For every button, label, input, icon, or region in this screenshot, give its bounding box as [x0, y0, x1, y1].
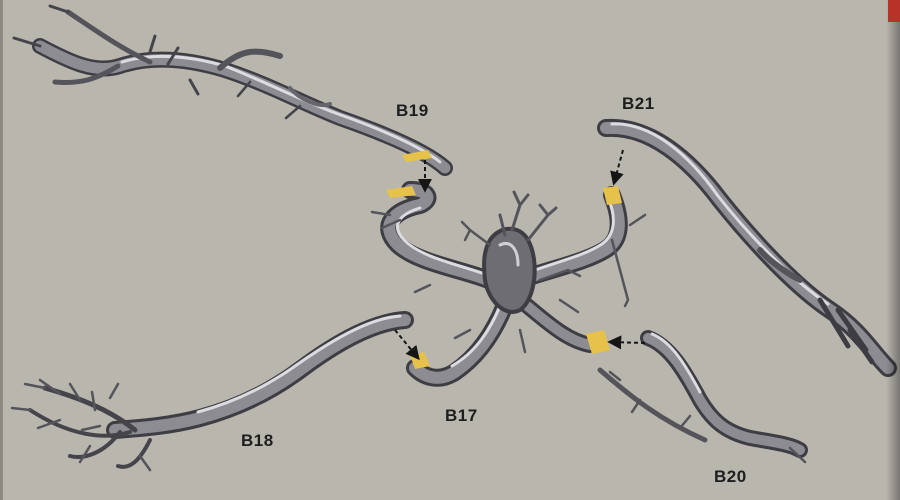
page-corner-mark: [888, 0, 900, 22]
label-b21: B21: [622, 94, 655, 114]
label-b19: B19: [396, 101, 429, 121]
label-b18: B18: [241, 431, 274, 451]
arrow-b20-to-b17: [610, 342, 645, 343]
label-b17: B17: [445, 406, 478, 426]
label-b20: B20: [714, 467, 747, 487]
branch-b19: [14, 6, 445, 168]
branch-b20: [600, 334, 805, 462]
page-edge-shadow: [886, 0, 900, 500]
arrow-b18-to-b17: [395, 330, 418, 358]
branch-b18: [12, 316, 405, 470]
arrow-b21-to-b17: [614, 150, 623, 183]
